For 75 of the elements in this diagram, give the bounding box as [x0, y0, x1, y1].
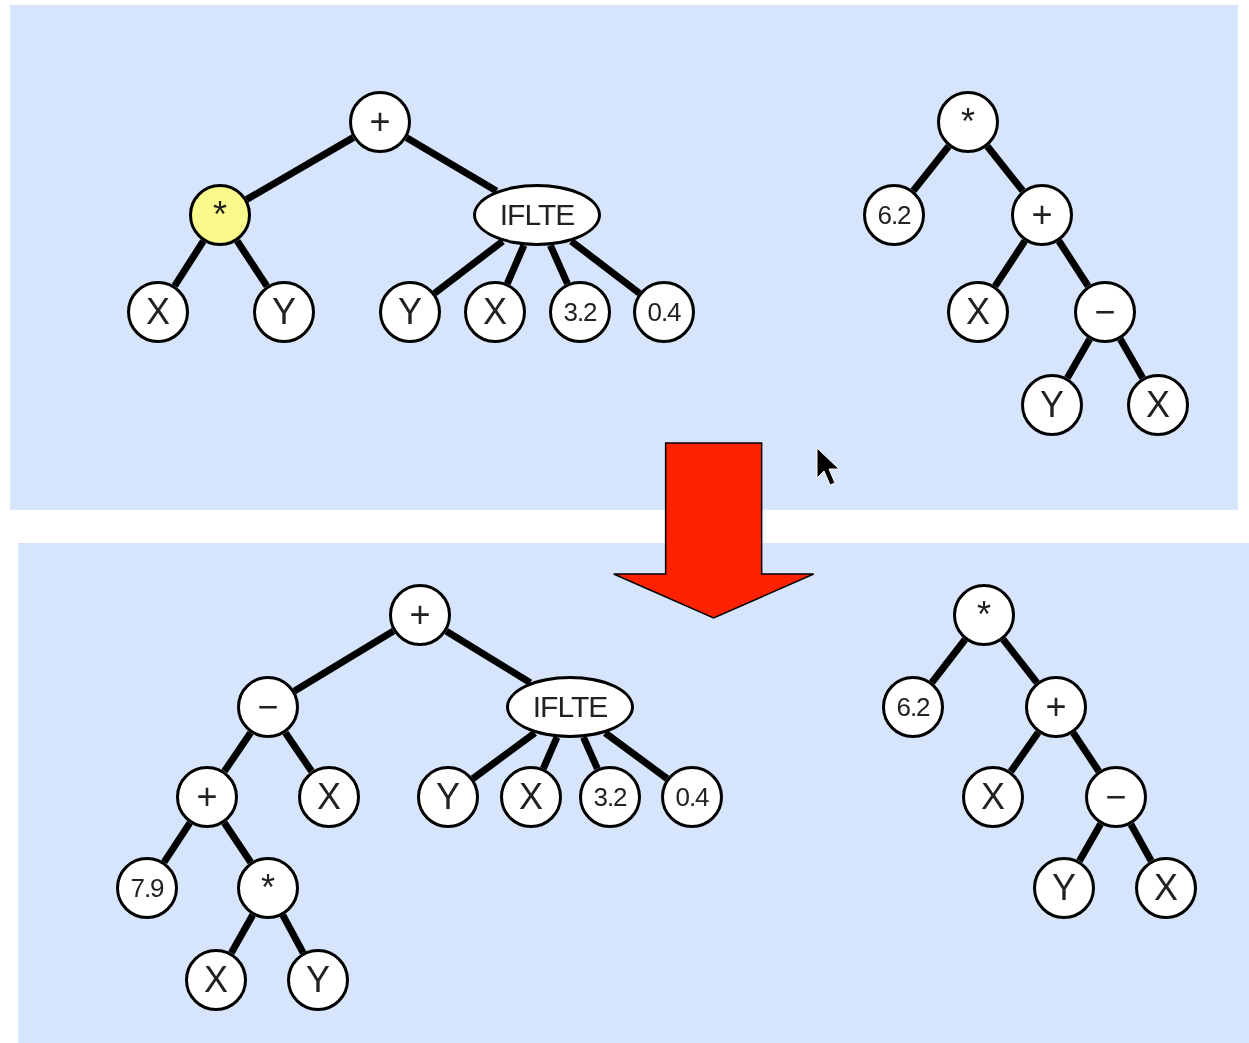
node-label: + — [369, 104, 391, 140]
tree-branch-line — [228, 913, 256, 955]
tree-branch-line — [992, 238, 1028, 289]
node-label: 3.2 — [563, 299, 597, 325]
tree-branch-line — [292, 628, 396, 694]
tree-branch-line — [234, 238, 270, 289]
node-label: * — [961, 104, 975, 140]
tree-node-circle — [1025, 676, 1087, 738]
node-label: 0.4 — [647, 299, 681, 325]
node-label: 6.2 — [877, 202, 911, 228]
node-label: Y — [1052, 870, 1076, 906]
node-label: Y — [272, 294, 296, 330]
node-label: Y — [1040, 387, 1064, 423]
node-label: Y — [436, 779, 460, 815]
node-label: + — [196, 779, 218, 815]
node-label: X — [483, 294, 507, 330]
tree-branch-line — [282, 730, 315, 774]
tree-branch-line — [161, 820, 193, 865]
tree-branch-line — [547, 243, 571, 286]
tree-branch-line — [221, 730, 254, 774]
tree-branch-line — [1000, 637, 1040, 685]
tree-branch-line — [1117, 337, 1146, 380]
tree-branch-line — [1007, 730, 1042, 774]
node-label: + — [409, 597, 431, 633]
node-label: X — [1154, 870, 1178, 906]
tree-node-circle — [937, 91, 999, 153]
node-label: IFLTE — [499, 200, 575, 230]
node-label: − — [1094, 294, 1116, 330]
tree-branch-line — [245, 134, 355, 203]
tree-node-circle — [953, 584, 1015, 646]
tree-branch-line — [221, 820, 254, 865]
node-label: X — [146, 294, 170, 330]
tree-branch-line — [569, 238, 642, 296]
node-label: 6.2 — [896, 694, 930, 720]
tree-branch-line — [171, 239, 207, 288]
tree-branch-line — [470, 730, 537, 782]
tree-branch-line — [910, 144, 952, 193]
node-label: 7.9 — [130, 875, 164, 901]
node-label: X — [519, 779, 543, 815]
tree-branch-line — [929, 637, 968, 685]
tree-branch-line — [1064, 337, 1093, 380]
node-label: − — [257, 689, 279, 725]
tree-branch-line — [984, 144, 1026, 193]
node-label: + — [1031, 197, 1053, 233]
tree-branch-line — [279, 913, 307, 955]
node-label: Y — [306, 962, 330, 998]
tree-branch-line — [580, 735, 601, 771]
node-label: * — [213, 197, 227, 233]
node-label: X — [981, 779, 1005, 815]
block-arrow — [612, 442, 815, 619]
node-label: IFLTE — [532, 692, 608, 722]
panel-background — [10, 5, 1238, 510]
node-label: + — [1045, 689, 1067, 725]
node-label: Y — [398, 294, 422, 330]
tree-branch-line — [1127, 822, 1155, 863]
panel-background — [18, 543, 1249, 1043]
node-label: * — [261, 870, 275, 906]
tree-branch-line — [1070, 730, 1102, 774]
tree-branch-line — [1076, 822, 1104, 863]
node-label: − — [1105, 779, 1127, 815]
tree-branch-line — [444, 628, 533, 686]
node-label: * — [977, 597, 991, 633]
node-label: 0.4 — [675, 784, 709, 810]
node-label: X — [966, 294, 990, 330]
tree-branch-line — [432, 238, 505, 296]
node-label: X — [204, 962, 228, 998]
tree-branch-line — [540, 735, 561, 770]
tree-branch-line — [404, 134, 499, 194]
tree-branch-line — [603, 730, 670, 782]
tree-node-circle — [1011, 184, 1073, 246]
node-label: X — [317, 779, 341, 815]
node-label: 3.2 — [593, 784, 627, 810]
tree-branch-line — [504, 243, 528, 285]
tree-branch-line — [1055, 239, 1092, 288]
node-label: X — [1146, 387, 1170, 423]
